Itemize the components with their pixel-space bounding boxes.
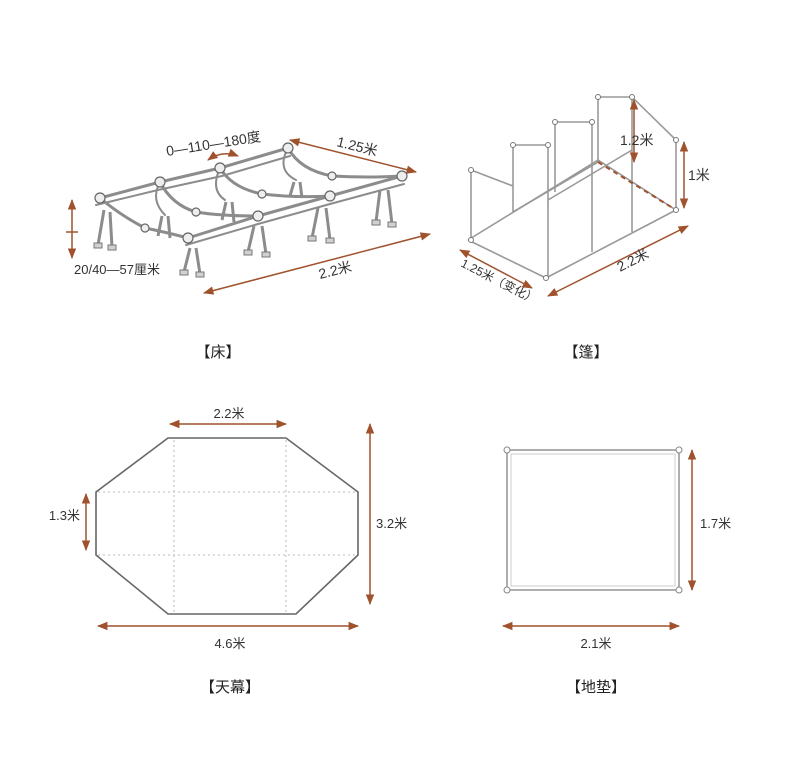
tent-width-label: 1.25米（变化） [459, 255, 540, 306]
bed-width-arrow [288, 138, 418, 174]
bed-legs [96, 181, 394, 275]
bed-angle-label: 0—110—180度 [165, 128, 262, 159]
bed-caption: 【床】 [195, 343, 240, 361]
bed-angle-arrow [207, 148, 239, 161]
tent-width-arrow [459, 249, 533, 289]
tent-diagram: 1.2米 1米 1.25米（变化） 2.2米 [459, 94, 710, 307]
canopy-diagram: 2.2米 1.3米 3.2米 4.6米 [49, 406, 407, 651]
tent-length-label: 2.2米 [614, 245, 651, 274]
bed-width-label: 1.25米 [335, 133, 379, 159]
tent-joints [468, 94, 679, 281]
mat-diagram: 1.7米 2.1米 [501, 446, 731, 651]
mat-width-label: 2.1米 [580, 636, 611, 651]
bed-length-label: 2.2米 [317, 258, 353, 282]
tent-inner-height-label: 1.2米 [620, 132, 653, 148]
canopy-width-label: 4.6米 [214, 636, 245, 651]
canopy-outline [95, 437, 359, 615]
bed-joints [94, 142, 408, 244]
mat-caption: 【地垫】 [566, 678, 626, 696]
canopy-grid [98, 440, 356, 612]
canopy-caption: 【天幕】 [200, 678, 260, 696]
canopy-side-label: 1.3米 [49, 508, 80, 523]
mat-corner-grommets [503, 446, 683, 594]
tent-ground-dash [597, 161, 677, 211]
bed-length-arrow [202, 232, 432, 295]
tent-length-arrow [547, 225, 689, 297]
canopy-top-label: 2.2米 [213, 406, 244, 421]
bed-height-label: 20/40—57厘米 [74, 262, 160, 277]
tent-caption: 【篷】 [563, 343, 608, 361]
canopy-height-label: 3.2米 [376, 516, 407, 531]
mat-height-label: 1.7米 [700, 516, 731, 531]
mat-inner-outline [510, 453, 676, 587]
bed-diagram: 0—110—180度 1.25米 20/40—57厘米 2.2米 [66, 128, 432, 295]
mat-outline [506, 449, 680, 591]
tent-end-height-label: 1米 [688, 167, 710, 183]
